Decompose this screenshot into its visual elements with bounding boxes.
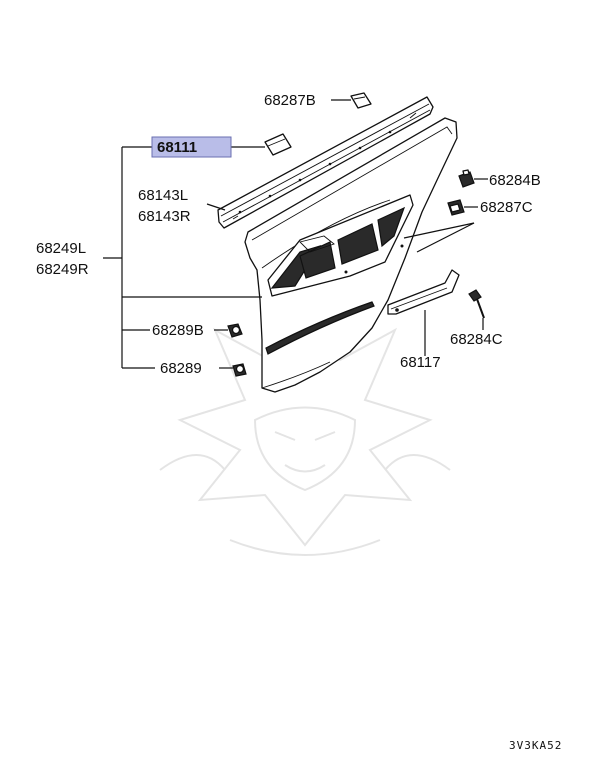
door-trim-panel-68249 xyxy=(244,117,458,393)
label-68249r: 68249R xyxy=(36,261,89,278)
label-68284c: 68284C xyxy=(450,331,503,348)
diagram-code: 3V3KA52 xyxy=(509,739,562,752)
label-68287c: 68287C xyxy=(480,199,533,216)
callout-bracket-68249 xyxy=(103,146,262,369)
label-68143l: 68143L xyxy=(138,187,188,204)
weatherstrip-68143 xyxy=(217,96,434,229)
label-68143r: 68143R xyxy=(138,208,191,225)
clip-68111 xyxy=(264,133,292,156)
samurai-helmet-icon xyxy=(159,298,451,556)
clip-68289b xyxy=(227,323,243,338)
screw-68284b xyxy=(458,169,475,188)
label-68249l: 68249L xyxy=(36,240,86,257)
screw-68284c xyxy=(468,289,485,319)
label-68117: 68117 xyxy=(400,354,441,371)
clip-68289 xyxy=(232,363,247,377)
bracket-68117 xyxy=(387,269,460,315)
label-68284b: 68284B xyxy=(489,172,541,189)
label-68289: 68289 xyxy=(160,360,202,377)
highlight-box-68111 xyxy=(151,136,232,158)
clip-68287b xyxy=(350,92,372,109)
label-68287b: 68287B xyxy=(264,92,316,109)
clip-68287c xyxy=(447,199,465,216)
label-68111[interactable]: 68111 xyxy=(157,139,197,156)
label-68289b: 68289B xyxy=(152,322,204,339)
